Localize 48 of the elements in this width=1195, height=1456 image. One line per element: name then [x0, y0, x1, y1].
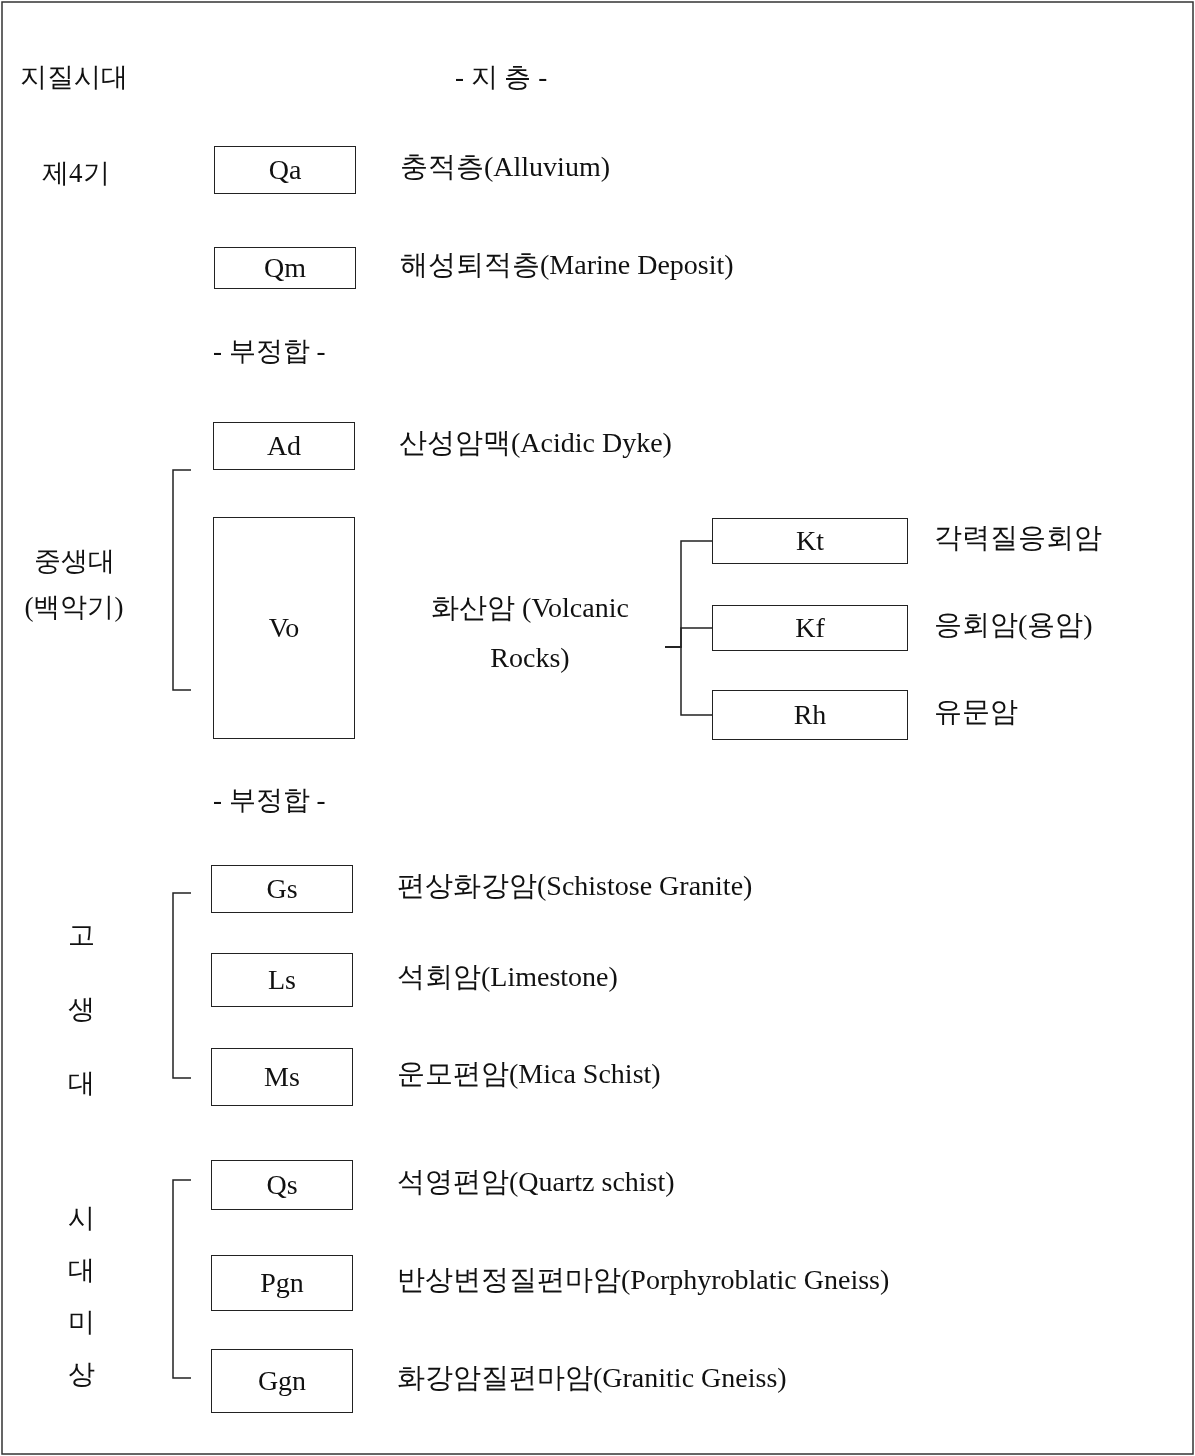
era-label: 시대미상 [66, 1202, 96, 1391]
unit-description: 편상화강암(Schistose Granite) [397, 869, 753, 903]
unconformity-note: - 부정합 - [213, 335, 326, 368]
unit-box [211, 865, 353, 913]
unit-box [712, 605, 908, 651]
unit-description: 산성암맥(Acidic Dyke) [399, 426, 672, 460]
unit-box [712, 518, 908, 564]
unit-box [213, 422, 355, 470]
unit-description: 각력질응회암 [934, 521, 1102, 555]
connector-line [664, 646, 713, 716]
column-heading: 지질시대 [20, 61, 128, 94]
unit-description: 유문암 [934, 695, 1018, 729]
unit-code: Kt [796, 525, 824, 557]
unit-description: 반상변정질편마암(Porphyroblatic Gneiss) [397, 1263, 890, 1297]
unit-box [214, 247, 356, 289]
unit-box [213, 517, 355, 739]
unit-code: Vo [268, 612, 300, 644]
era-label: 제4기 [42, 157, 110, 190]
unit-code: Ad [266, 430, 302, 462]
column-heading: - 지 층 - [455, 61, 548, 94]
unit-code: Ms [264, 1061, 300, 1093]
unit-box [211, 1349, 353, 1413]
unit-code: Ggn [257, 1365, 307, 1397]
unit-description: 충적층(Alluvium) [400, 150, 610, 184]
unit-code: Pgn [260, 1267, 304, 1299]
unit-box [211, 953, 353, 1007]
unit-box [211, 1160, 353, 1210]
era-label: 중생대(백악기) [23, 545, 125, 624]
unit-code: Ls [268, 964, 296, 996]
unit-code: Gs [266, 873, 298, 905]
unit-description: 석영편암(Quartz schist) [397, 1165, 675, 1199]
unit-description: 운모편암(Mica Schist) [397, 1057, 661, 1091]
unit-code: Qm [264, 252, 306, 284]
unit-description: 석회암(Limestone) [397, 960, 618, 994]
era-label: 고생대 [66, 919, 96, 1100]
unit-description: 해성퇴적층(Marine Deposit) [400, 248, 734, 282]
unit-code: Qa [268, 154, 302, 186]
unit-code: Kf [795, 612, 825, 644]
unit-box [211, 1255, 353, 1311]
unit-description: 응회암(용암) [934, 608, 1093, 642]
unit-code: Rh [793, 699, 827, 731]
rock-group-text: 화산암 (Volcanic Rocks) [430, 591, 630, 675]
unit-box [211, 1048, 353, 1106]
unit-box [712, 690, 908, 740]
unconformity-note: - 부정합 - [213, 784, 326, 817]
unit-code: Qs [266, 1169, 298, 1201]
unit-description: 화강암질편마암(Granitic Gneiss) [397, 1361, 787, 1395]
unit-box [214, 146, 356, 194]
